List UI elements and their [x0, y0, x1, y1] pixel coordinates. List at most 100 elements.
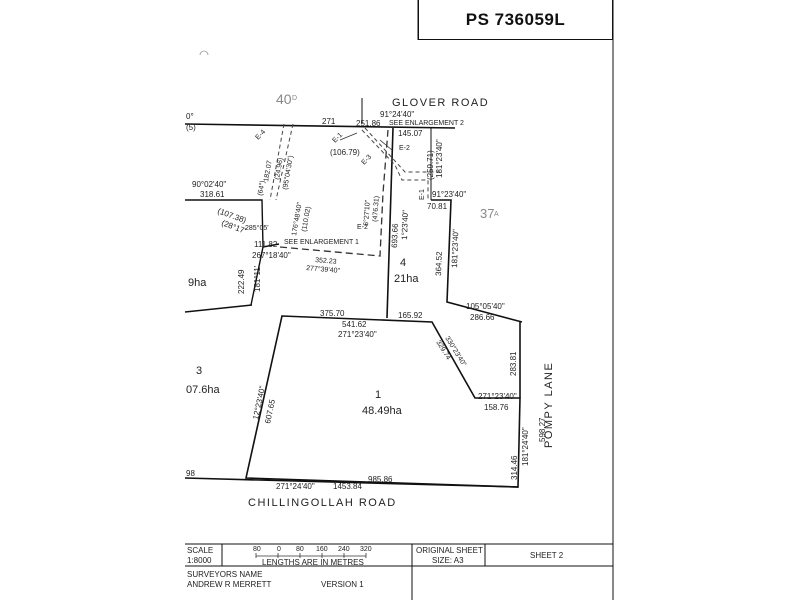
- size-label: SIZE: A3: [432, 556, 464, 565]
- scale-caption: LENGTHS ARE IN METRES: [262, 558, 364, 567]
- dim-145: 145.07: [398, 129, 423, 138]
- lot3-area: 07.6ha: [186, 384, 221, 396]
- dim-314-46: 314.46: [510, 455, 519, 480]
- lot4-area: 21ha: [394, 273, 419, 285]
- dim-693-66: 693.66: [390, 223, 400, 248]
- dim-70-81: 70.81: [427, 202, 448, 211]
- easement-e4-line-a: [269, 123, 285, 201]
- dim-222-49: 222.49: [237, 269, 246, 294]
- bearing-271-23-b: 271°23'40": [478, 392, 517, 401]
- dim-111-82: 111.82: [254, 240, 278, 249]
- scale-tick-label: 80: [296, 546, 304, 553]
- easement-e3-tag: E-3: [360, 154, 373, 167]
- dim-286-66: 286.66: [470, 313, 495, 322]
- easement-e1-tag-b: E-1: [419, 189, 426, 200]
- lot3-number: 3: [196, 365, 202, 377]
- chillingollah-road-label: CHILLINGOLLAH ROAD: [248, 497, 397, 509]
- partial-lot-area: 9ha: [188, 277, 207, 289]
- bearing-181-24: 181°24'40": [521, 427, 530, 466]
- plan-number: PS 736059L: [465, 9, 566, 29]
- bearing-181-11: 181°11': [253, 265, 262, 292]
- bearing-277-39: 277°39'40": [306, 264, 341, 275]
- dim-glover-bearing: 91°24'40": [380, 110, 414, 119]
- scale-tick-label: 160: [316, 546, 328, 553]
- lot3-north-east-boundary: [250, 246, 264, 306]
- scale-bar: [255, 553, 367, 558]
- dim-259-71: (259.71): [426, 150, 435, 180]
- dim-e4-d2: (24.96): [274, 157, 285, 180]
- dim-165-92: 165.92: [398, 311, 423, 320]
- lot4-west-boundary: [386, 127, 394, 319]
- dim-e4-bearing: (64°): [256, 180, 267, 196]
- easement-e4-line-b: [275, 123, 294, 201]
- dim-364-52: 364.52: [434, 251, 444, 276]
- neighbour-lot-north-suffix: D: [292, 95, 297, 102]
- dim-607-65: 607.65: [263, 398, 277, 424]
- lot4-number: 4: [400, 257, 406, 269]
- scale-tick-label: 0: [277, 546, 281, 553]
- scale-label: SCALE: [187, 546, 214, 555]
- bearing-6-27: 6°27'10": [362, 199, 372, 226]
- dim-1453-84: 1453.84: [333, 482, 362, 491]
- dim-e4-d5: (110.02): [301, 206, 312, 232]
- easement-e2-tag: E-2: [357, 224, 368, 231]
- bearing-271-23-a: 271°23'40": [338, 330, 377, 339]
- easement-e4-tag: E-4: [254, 129, 267, 142]
- easement-e3-line: [361, 129, 429, 200]
- chillingollah-road-boundary: [184, 477, 519, 488]
- easement-e1-line: [364, 127, 440, 173]
- dim-985-86: 985.86: [368, 475, 393, 484]
- neighbour-lot-north: 40: [276, 91, 292, 107]
- dim-e4-d1: 182.07: [263, 160, 274, 182]
- dim-352-23: 352.23: [315, 257, 337, 266]
- surveyors-label: SURVEYORS NAME: [187, 570, 263, 579]
- bearing-181-a: 181°23'40": [435, 139, 444, 178]
- leader-line: [339, 132, 358, 141]
- lot1-number: 1: [375, 389, 381, 401]
- bearing-285-05: 285°05': [245, 224, 269, 232]
- easement-e2-line: [279, 129, 389, 257]
- scale-tick-label: 320: [360, 546, 372, 553]
- easement-e1-tag: E-1: [331, 132, 344, 145]
- dim-98: 98: [186, 469, 195, 478]
- scale-value: 1:8000: [187, 556, 212, 565]
- hole-punch-mark: [199, 50, 209, 56]
- dim-541-62: 541.62: [342, 320, 367, 329]
- glover-road-label: GLOVER ROAD: [392, 97, 489, 109]
- dim-top-partial-paren: (5): [186, 123, 196, 132]
- dim-top-partial: 0°: [186, 112, 194, 121]
- glover-road-boundary: [184, 123, 456, 129]
- bearing-90-02: 90°02'40": [192, 180, 226, 189]
- dim-glover-271: 271: [322, 117, 336, 126]
- leader-line: [379, 139, 393, 151]
- dim-476-31: (476.31): [372, 196, 381, 223]
- bearing-105-05: 105°05'40": [466, 302, 505, 311]
- neighbour-lot-east: 37: [480, 206, 494, 221]
- easement-e2-tag-b: E-2: [399, 145, 410, 152]
- bearing-271-24: 271°24'40": [276, 482, 315, 491]
- scale-tick-label: 240: [338, 546, 350, 553]
- neighbour-lot-east-suffix: A: [494, 211, 499, 218]
- sheet-label: SHEET 2: [530, 551, 564, 560]
- dim-106-79: (106.79): [330, 148, 360, 157]
- dim-158-76: 158.76: [484, 403, 509, 412]
- see-enlargement-2: SEE ENLARGEMENT 2: [389, 120, 464, 127]
- pompy-lane-label: POMPY LANE: [543, 362, 555, 448]
- bearing-267-18: 267°18'40": [252, 251, 291, 260]
- dim-598-27: 598.27: [538, 417, 547, 442]
- lot4-east-boundary: [431, 199, 523, 323]
- dim-283-81: 283.81: [509, 351, 518, 376]
- dim-318-61: 318.61: [200, 190, 225, 199]
- bearing-1-23: 1°23'40": [400, 210, 410, 240]
- dim-glover-251: 251.86: [356, 119, 381, 128]
- bearing-181-b: 181°23'40": [450, 229, 460, 268]
- bearing-91-23: 91°23'40": [432, 190, 466, 199]
- lot3-north-west-boundary: [184, 304, 253, 313]
- dim-375-70: 375.70: [320, 309, 345, 318]
- surveyor-name: ANDREW R MERRETT: [187, 580, 272, 589]
- see-enlargement-1: SEE ENLARGEMENT 1: [284, 239, 359, 246]
- lot1-area: 48.49ha: [362, 405, 403, 417]
- lot3-north-boundary: [185, 199, 280, 248]
- scale-tick-label: 80: [253, 546, 261, 553]
